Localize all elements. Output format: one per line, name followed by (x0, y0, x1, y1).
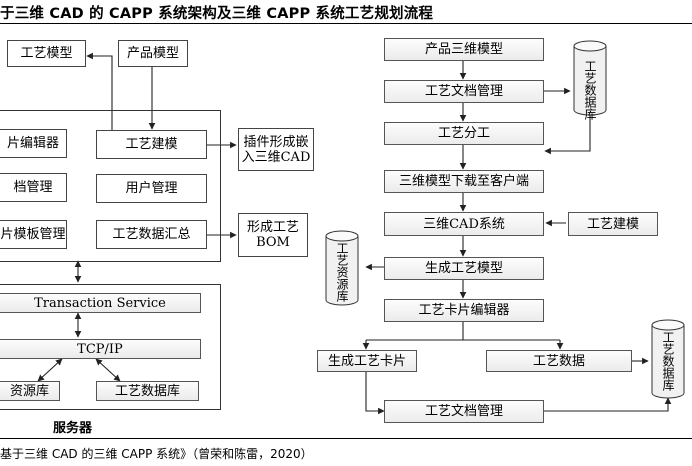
edge-db-top-to-division (544, 112, 591, 155)
card-editor-right-box: 工艺卡片编辑器 (384, 299, 544, 322)
model-download-box: 三维模型下载至客户端 (384, 170, 544, 193)
data-summary-box: 工艺数据汇总 (96, 220, 207, 249)
bottom-rule (0, 438, 692, 439)
process-doc-mgmt-box: 工艺文档管理 (384, 80, 544, 103)
client-frame (0, 110, 221, 262)
top-rule (0, 23, 692, 24)
product-model-box: 产品模型 (118, 40, 188, 67)
edge-gencard-to-docmgmt (365, 372, 385, 415)
edge-tcp-to-processdb (95, 358, 121, 382)
db-top-label: 工艺数据库 (583, 60, 597, 120)
transaction-service-box: Transaction Service (0, 293, 201, 313)
db-resource-label: 工艺资源库 (335, 242, 349, 302)
server-frame (0, 284, 221, 410)
source-note: 基于三维 CAD 的三维 CAPP 系统》（曾荣和陈雷，2020） (0, 447, 313, 461)
figure-title: 于三维 CAD 的 CAPP 系统架构及三维 CAPP 系统工艺规划流程 (0, 6, 434, 22)
doc-mgmt-bottom-box: 工艺文档管理 (384, 400, 544, 423)
template-mgmt-box: 片模板管理 (0, 220, 67, 249)
edge-tcp-to-resource (37, 358, 63, 382)
process-db-box: 工艺数据库 (96, 381, 199, 401)
process-division-box: 工艺分工 (384, 122, 544, 145)
db-bottom-label: 工艺数据库 (661, 331, 675, 391)
gen-process-model-box: 生成工艺模型 (384, 257, 544, 280)
user-mgmt-box: 用户管理 (96, 174, 207, 203)
tcp-ip-box: TCP/IP (0, 339, 201, 359)
process-modeling-right-box: 工艺建模 (568, 212, 658, 236)
edge-modeling-to-process-model (86, 52, 113, 130)
db-resource-cylinder (325, 230, 359, 306)
cylinders (325, 40, 685, 399)
db-bottom-cylinder (651, 319, 685, 399)
doc-mgmt-box: 档管理 (0, 173, 67, 202)
process-model-box: 工艺模型 (7, 40, 86, 67)
process-data-box: 工艺数据 (486, 350, 632, 372)
bom-form-box: 形成工艺 BOM (238, 213, 308, 257)
product-3d-model-box: 产品三维模型 (384, 38, 544, 61)
resource-db-box: 资源库 (0, 381, 60, 401)
plugin-form-box: 插件形成嵌 入三维CAD (238, 128, 314, 171)
cad-system-box: 三维CAD系统 (384, 212, 544, 236)
db-top-cylinder (573, 40, 607, 116)
gen-process-card-box: 生成工艺卡片 (317, 350, 417, 372)
server-label: 服务器 (53, 421, 93, 436)
process-modeling-box: 工艺建模 (96, 130, 207, 159)
card-editor-box: 片编辑器 (0, 129, 67, 158)
edge-docmgmt2-to-db-bottom (544, 397, 672, 412)
edge-r7-split (366, 322, 560, 341)
